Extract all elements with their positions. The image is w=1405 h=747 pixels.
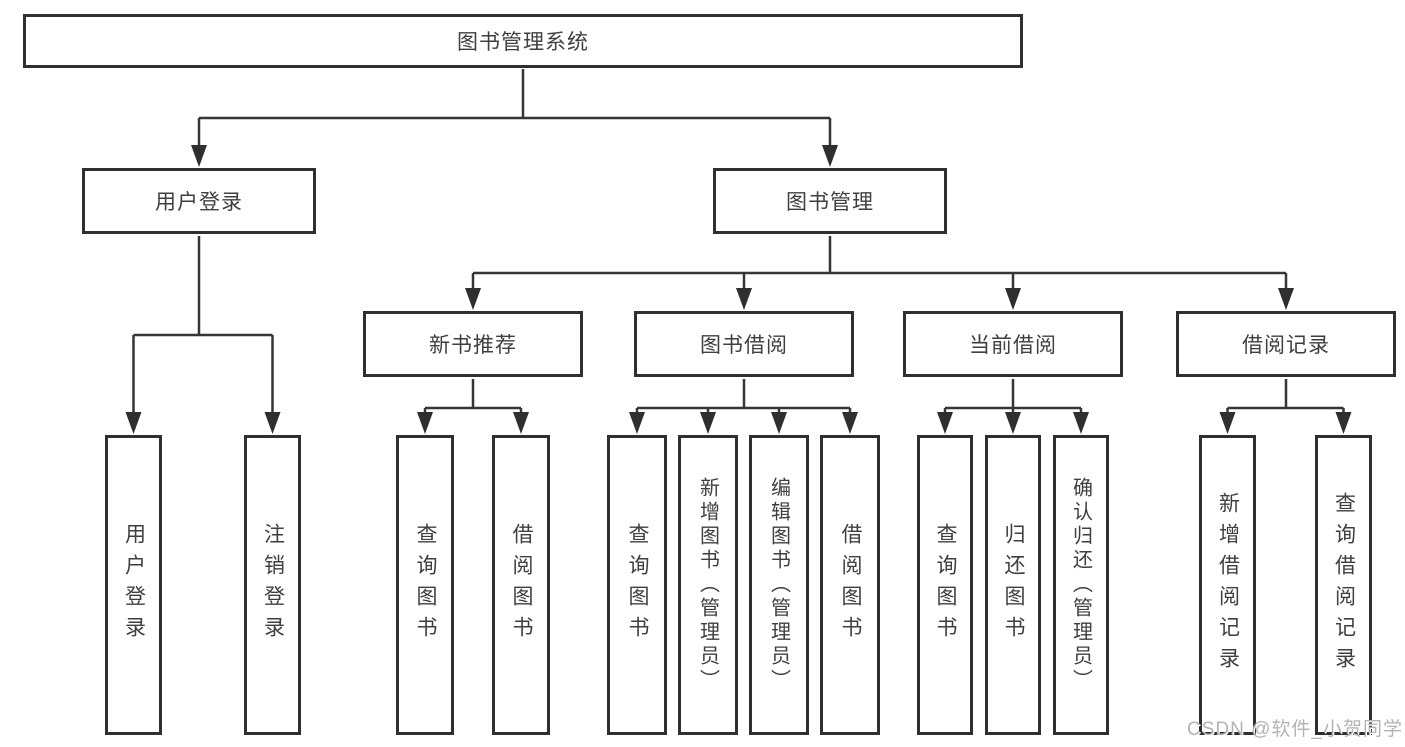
leaf-add-books-admin: 新增图书（管理员） [678, 435, 738, 735]
node-borrow-records: 借阅记录 [1176, 311, 1396, 377]
csdn-watermark: CSDN @软件_小贺同学 [1187, 719, 1403, 740]
leaf-borrow-books-2: 借阅图书 [820, 435, 880, 735]
node-user-login: 用户登录 [82, 168, 316, 234]
leaf-query-borrow-record: 查询借阅记录 [1315, 435, 1372, 735]
leaf-logout: 注销登录 [244, 435, 301, 735]
leaf-query-books-2: 查询图书 [607, 435, 667, 735]
node-current-borrow: 当前借阅 [903, 311, 1123, 377]
leaf-confirm-return-admin: 确认归还（管理员） [1053, 435, 1109, 735]
node-book-management: 图书管理 [713, 168, 947, 234]
leaf-edit-books-admin: 编辑图书（管理员） [749, 435, 809, 735]
leaf-borrow-books-1: 借阅图书 [492, 435, 550, 735]
node-book-borrow: 图书借阅 [634, 311, 854, 377]
node-new-book-recommend: 新书推荐 [363, 311, 583, 377]
leaf-query-books-1: 查询图书 [396, 435, 454, 735]
leaf-add-borrow-record: 新增借阅记录 [1199, 435, 1256, 735]
leaf-return-books: 归还图书 [985, 435, 1041, 735]
node-root: 图书管理系统 [23, 14, 1023, 68]
leaf-query-books-3: 查询图书 [917, 435, 973, 735]
leaf-user-login: 用户登录 [105, 435, 162, 735]
arrowhead-icons [125, 145, 1352, 434]
